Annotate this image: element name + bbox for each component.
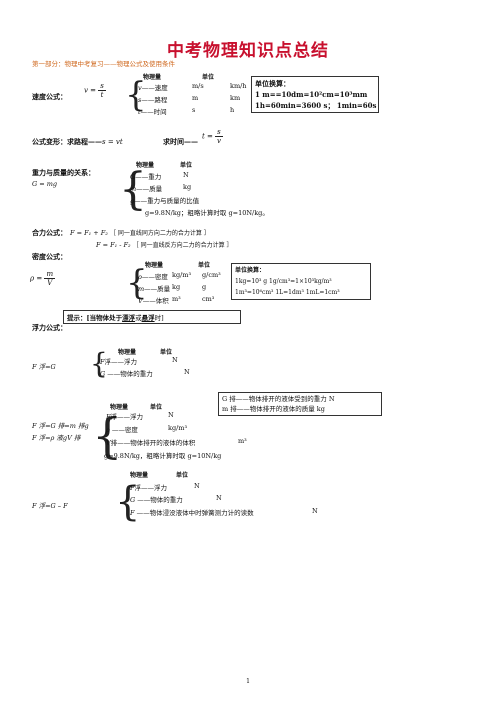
speed-row: s——路程 [138, 96, 168, 104]
header-unit: 单位 [150, 404, 163, 411]
buoyancy-formula-2b: F 浮=ρ 液gV 排 [32, 434, 81, 442]
buoyancy-unit: N [312, 507, 318, 515]
speed-unit: m/s [192, 82, 204, 90]
header-quantity: 物理量 [130, 472, 149, 479]
page-subtitle: 第一部分：物理中考复习——物理公式及使用条件 [32, 60, 175, 68]
buoyancy-row: F浮——浮力 [106, 413, 144, 421]
header-unit: 单位 [176, 472, 189, 479]
buoyancy-row: V排——物体排开的液体的体积 [106, 439, 196, 447]
density-row: m——质量 [138, 285, 171, 293]
header-quantity: 物理量 [110, 404, 129, 411]
speed-brace: { [125, 75, 147, 115]
gravity-brace: { [119, 164, 147, 215]
speed-unit: km [230, 94, 241, 102]
resultant-formula-1: F = F₁ + F₂ ［ 同一直线同方向二力的合力计算 ］ [70, 229, 210, 237]
buoyancy-note: g=9.8N/kg，粗略计算时取 g=10N/kg [104, 452, 222, 460]
density-row: ρ——密度 [138, 273, 168, 281]
speed-unit: km/h [230, 82, 247, 90]
header-unit: 单位 [202, 74, 215, 81]
page-title: 中考物理知识点总结 [167, 41, 329, 61]
density-row: V——体积 [138, 297, 169, 305]
density-brace: { [126, 263, 148, 303]
buoyancy-brace-2: { [92, 408, 123, 464]
speed-lhs: v = [84, 86, 97, 95]
buoyancy-row: F浮——浮力 [130, 484, 168, 492]
deform-time-label: 求时间—— [163, 137, 198, 146]
buoyancy-unit: m³ [238, 437, 247, 445]
density-unit: kg [172, 283, 181, 291]
density-label: 密度公式： [32, 252, 67, 261]
header-unit: 单位 [198, 262, 211, 269]
header-quantity: 物理量 [145, 262, 164, 269]
buoyancy-formula-3: F 浮=G – F [32, 502, 68, 510]
gravity-row: m——质量 [130, 185, 163, 193]
gravity-row: G——重力 [130, 173, 162, 181]
gravity-unit: kg [183, 183, 192, 191]
buoyancy-unit: N [184, 368, 190, 376]
gravity-note: g=9.8N/kg；粗略计算时取 g=10N/kg。 [145, 209, 269, 217]
speed-unit: s [192, 106, 196, 114]
density-unit: g/cm³ [202, 271, 221, 279]
header-quantity: 物理量 [118, 349, 137, 356]
buoyancy-unit: N [216, 494, 222, 502]
buoyancy-formula-2a: F 浮=G 排=m 排g [32, 422, 89, 430]
buoyancy-row: ρ ——密度 [106, 426, 138, 434]
buoyancy-formula-1: F 浮=G [32, 363, 56, 371]
speed-row: v——速度 [138, 84, 168, 92]
density-unit: cm³ [202, 295, 215, 303]
buoyancy-hint-box: 提示：[当物体处于漂浮或悬浮时] [63, 310, 241, 324]
deform-label: 公式变形：求路程——s = vt [32, 137, 123, 146]
gravity-row: g——重力与质量的比值 [130, 197, 200, 205]
speed-unit: m [192, 94, 199, 102]
speed-den: t [100, 91, 104, 99]
resultant-formula-2: F = F₁ - F₂ ［ 同一直线反方向二力的合力计算 ］ [96, 241, 233, 249]
speed-label: 速度公式： [32, 92, 67, 101]
buoyancy-row: G ——物体的重力 [100, 370, 153, 378]
density-unit-conversion-box: 单位换算： 1kg=10³ g 1g/cm³=1×10³kg/m³ 1m³=10… [231, 263, 371, 300]
buoyancy-unit: N [168, 411, 174, 419]
buoyancy-row: F ——物体浸没液体中时弹簧测力计的读数 [130, 509, 254, 517]
density-unit: g [202, 283, 207, 291]
speed-num: s [98, 82, 106, 91]
buoyancy-displaced-box: G 排——物体排开的液体受到的重力 N m 排——物体排开的液体的质量 kg [218, 392, 382, 416]
gravity-formula: G = mg [32, 180, 58, 188]
buoyancy-unit: kg/m³ [168, 424, 188, 432]
speed-unit: h [230, 106, 235, 114]
buoyancy-label: 浮力公式： [32, 323, 67, 332]
buoyancy-brace-3: { [115, 479, 141, 525]
gravity-label: 重力与质量的关系： [32, 168, 95, 177]
header-quantity: 物理量 [136, 162, 155, 169]
buoyancy-unit: N [194, 482, 200, 490]
header-unit: 单位 [160, 349, 173, 356]
density-unit: m³ [172, 295, 181, 303]
buoyancy-brace-1: { [90, 347, 108, 380]
resultant-label: 合力公式： [32, 228, 67, 237]
buoyancy-row: F浮——浮力 [100, 358, 138, 366]
header-unit: 单位 [180, 162, 193, 169]
density-unit: kg/m³ [172, 271, 192, 279]
header-quantity: 物理量 [143, 74, 162, 81]
page-number: 1 [246, 678, 250, 685]
speed-row: t——时间 [138, 108, 167, 116]
speed-unit-conversion-box: 单位换算： 1 m==10dm=10²cm=10³mm 1h=60min=360… [251, 76, 379, 113]
gravity-unit: N [183, 171, 189, 179]
buoyancy-row: G ——物体的重力 [130, 496, 183, 504]
buoyancy-unit: N [172, 356, 178, 364]
